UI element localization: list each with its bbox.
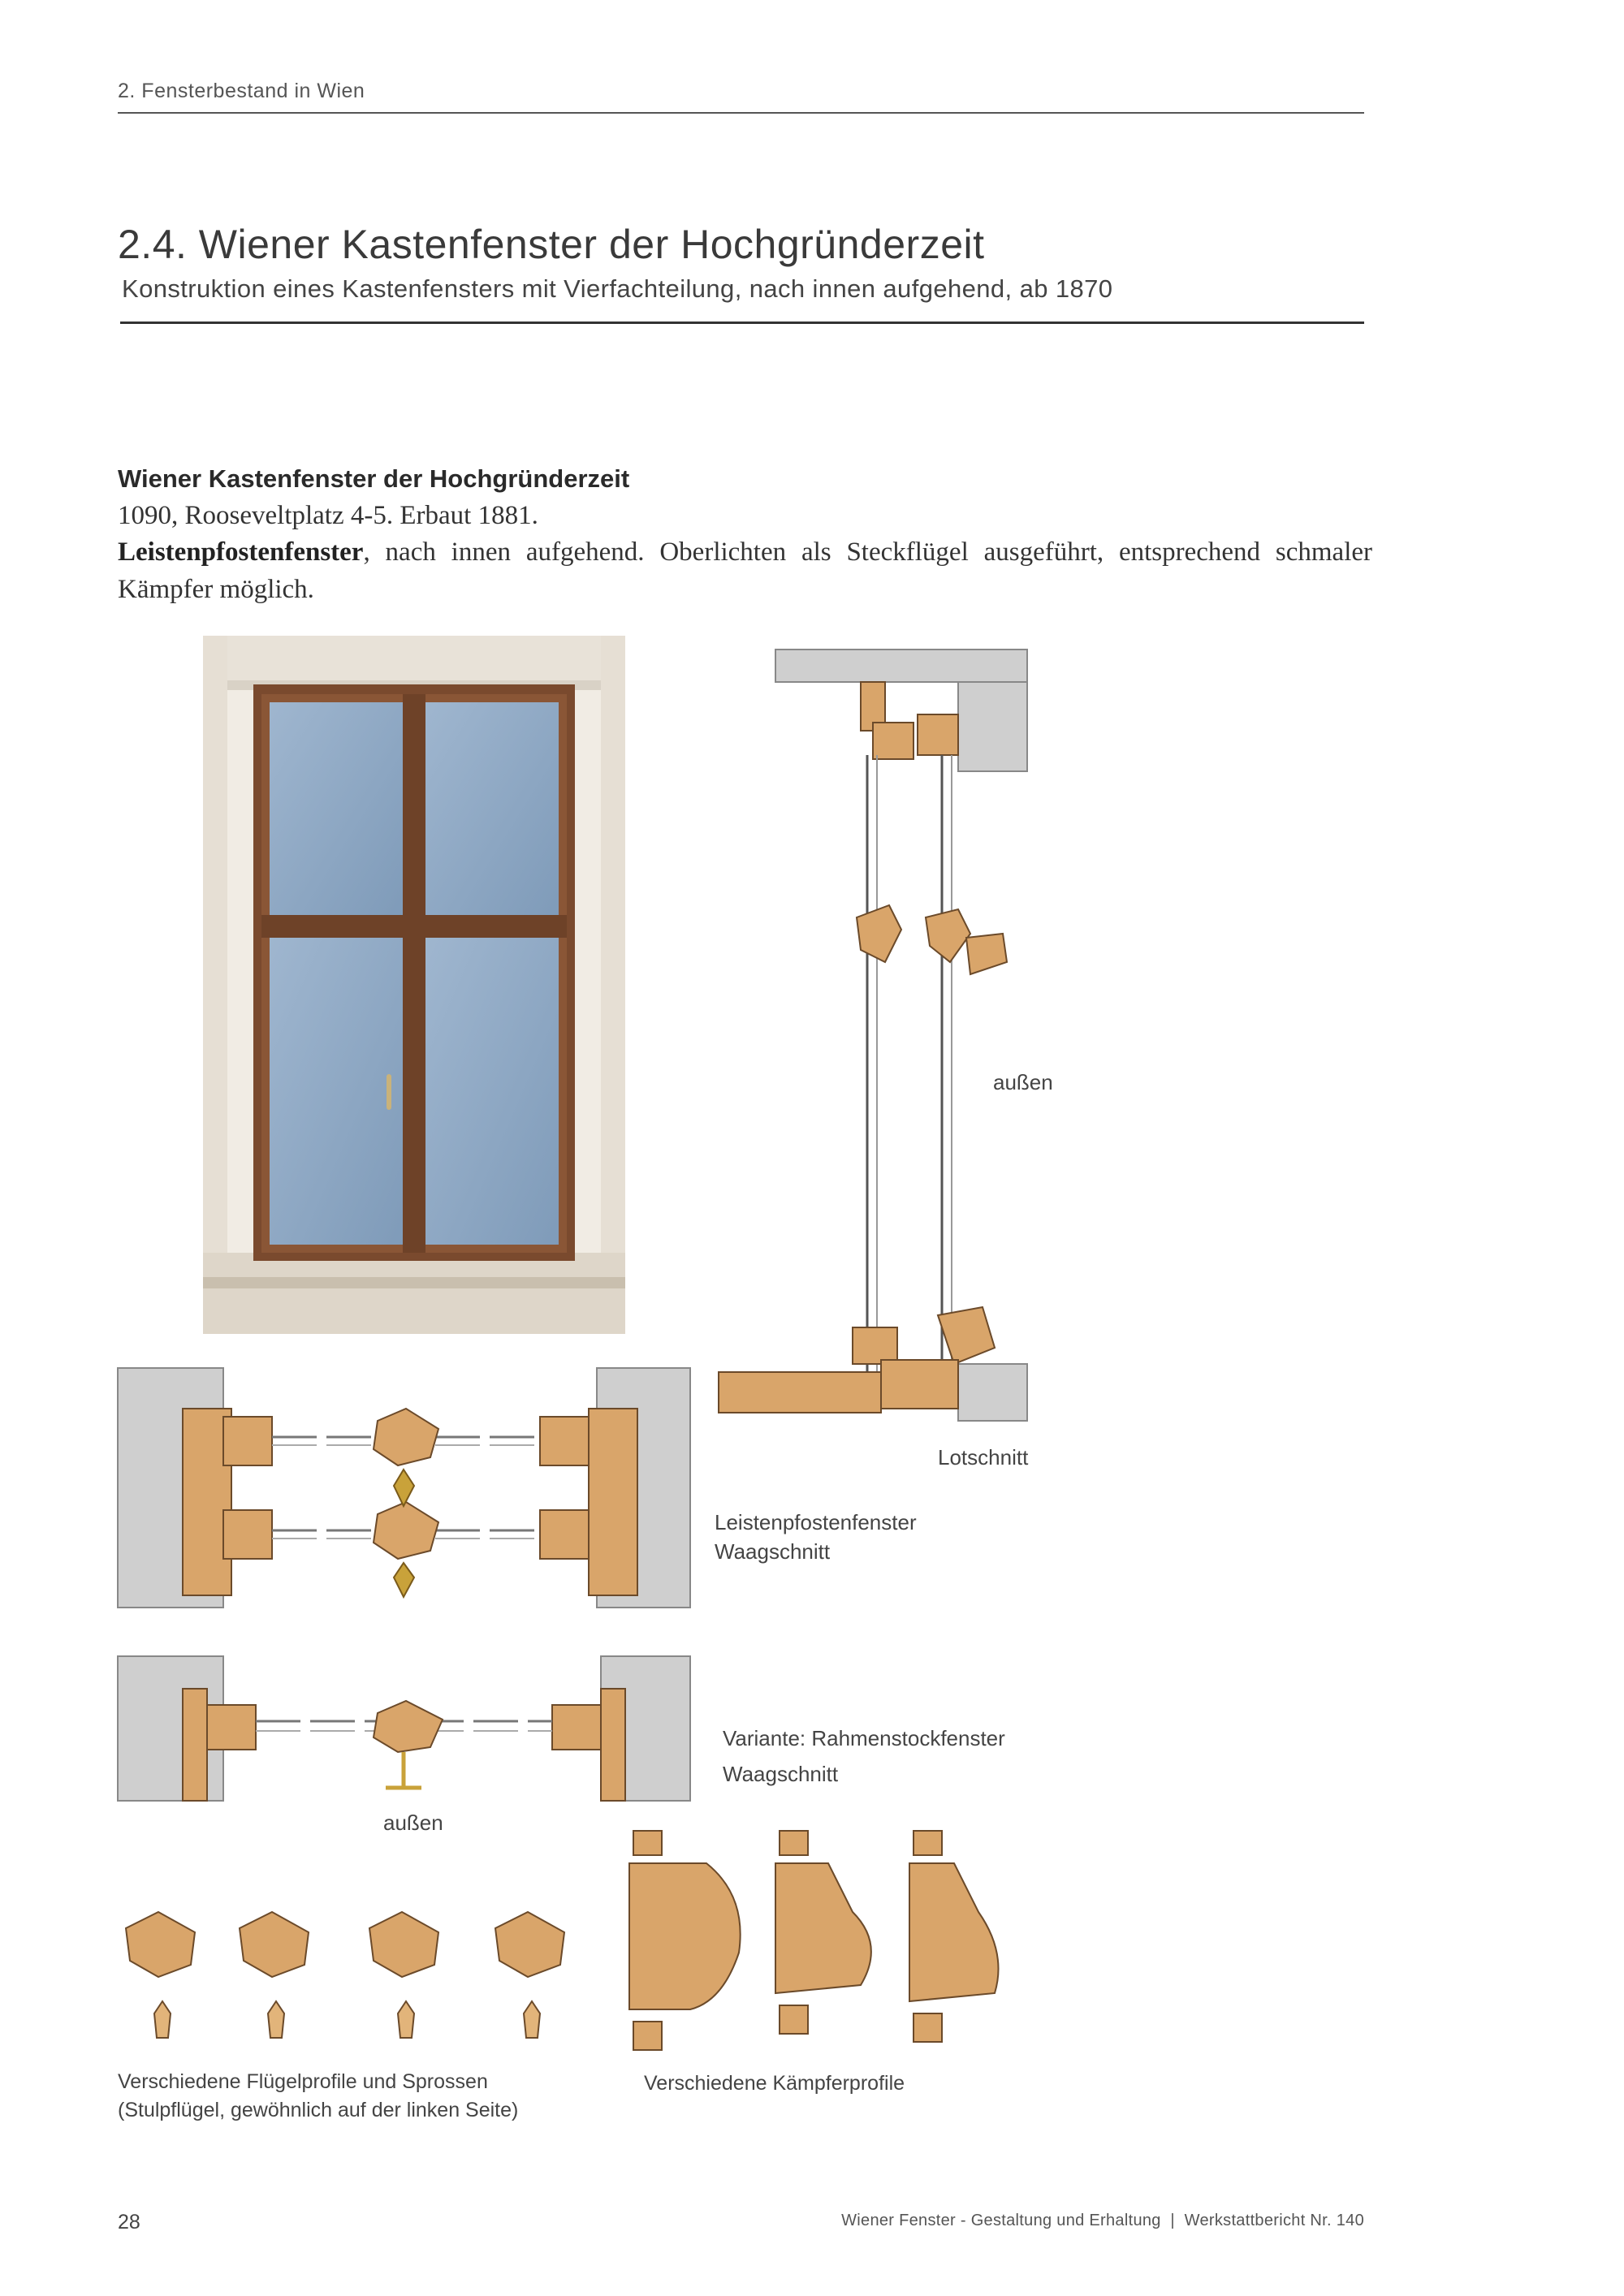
variant-section-drawing [117,1655,691,1802]
header-rule [118,112,1364,114]
vertical-section-drawing [718,649,1028,1422]
label-aussen-vertical: außen [993,1070,1053,1094]
label-waagschnitt-1-line1: Leistenpfostenfenster [715,1510,917,1534]
label-fluegelprofile-line1: Verschiedene Flügelprofile und Sprossen [118,2070,488,2093]
horizontal-section-drawing [117,1367,691,1608]
label-kaempferprofile: Verschiedene Kämpferprofile [644,2072,905,2095]
label-fluegelprofile-line2: (Stulpflügel, gewöhnlich auf der linken … [118,2099,519,2121]
transom-profiles-drawing [628,1830,1000,2051]
label-variante-line1: Variante: Rahmenstockfenster [723,1726,1005,1750]
title-rule [120,322,1364,324]
caption-heading: Wiener Kastenfenster der Hochgründerzeit [118,464,630,493]
publication-footer: Wiener Fenster - Gestaltung und Erhaltun… [841,2212,1364,2229]
caption-term: Leistenpfostenfenster [118,537,364,567]
running-head: 2. Fensterbestand in Wien [118,80,365,102]
page-number: 28 [118,2211,140,2233]
label-lotschnitt: Lotschnitt [938,1445,1029,1470]
window-photo [203,636,625,1334]
label-aussen-horizontal: außen [383,1810,443,1835]
caption-rest: , nach innen aufgehend. Oberlichten als … [118,537,1372,604]
label-variante-line2: Waagschnitt [723,1762,839,1786]
section-title: 2.4. Wiener Kastenfenster der Hochgründe… [118,222,985,267]
label-waagschnitt-1-line2: Waagschnitt [715,1539,831,1564]
sash-profiles-drawing [124,1910,566,2039]
section-subtitle: Konstruktion eines Kastenfensters mit Vi… [122,274,1113,303]
caption-address: 1090, Rooseveltplatz 4-5. Erbaut 1881. [118,501,538,530]
caption-description: Leistenpfostenfenster, nach innen aufgeh… [118,533,1372,608]
